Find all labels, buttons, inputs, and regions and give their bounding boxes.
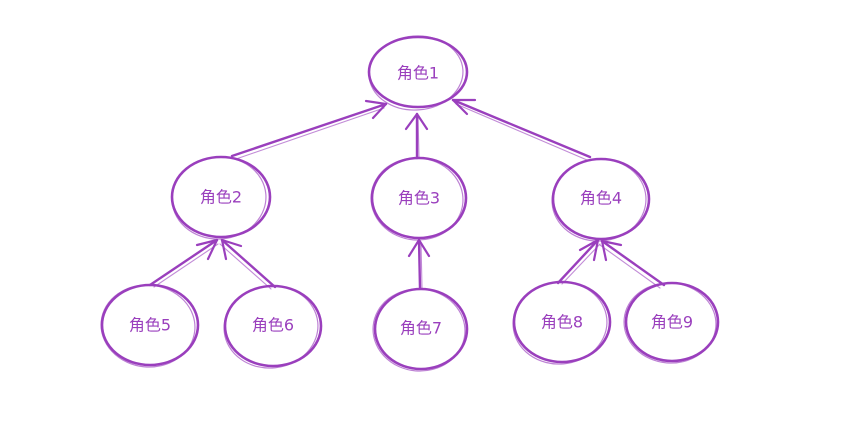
node-role-9: 角色9 <box>623 281 720 364</box>
node-role-4: 角色4 <box>551 157 651 242</box>
node-role-2: 角色2 <box>170 155 272 240</box>
node-role-7: 角色7 <box>372 287 469 372</box>
node-label: 角色6 <box>252 316 294 335</box>
edge-n3-n1 <box>404 112 429 160</box>
node-label: 角色4 <box>580 189 622 208</box>
node-label: 角色3 <box>398 189 440 208</box>
node-role-3: 角色3 <box>370 156 468 241</box>
edge-n9-n4 <box>599 239 666 289</box>
node-role-8: 角色8 <box>512 280 612 365</box>
node-role-6: 角色6 <box>223 284 323 369</box>
node-label: 角色8 <box>541 313 583 332</box>
edge-n5-n2 <box>148 238 219 288</box>
node-label: 角色5 <box>129 316 171 335</box>
node-label: 角色9 <box>651 313 693 332</box>
node-label: 角色7 <box>400 319 442 338</box>
edge-n7-n3 <box>407 238 431 290</box>
node-label: 角色1 <box>397 64 439 83</box>
edge-n4-n1 <box>451 98 592 161</box>
edge-n6-n2 <box>219 238 277 290</box>
node-role-1: 角色1 <box>367 35 469 111</box>
node-label: 角色2 <box>200 188 242 207</box>
node-role-5: 角色5 <box>100 283 200 368</box>
edge-n8-n4 <box>556 238 601 285</box>
edge-n2-n1 <box>230 99 388 160</box>
